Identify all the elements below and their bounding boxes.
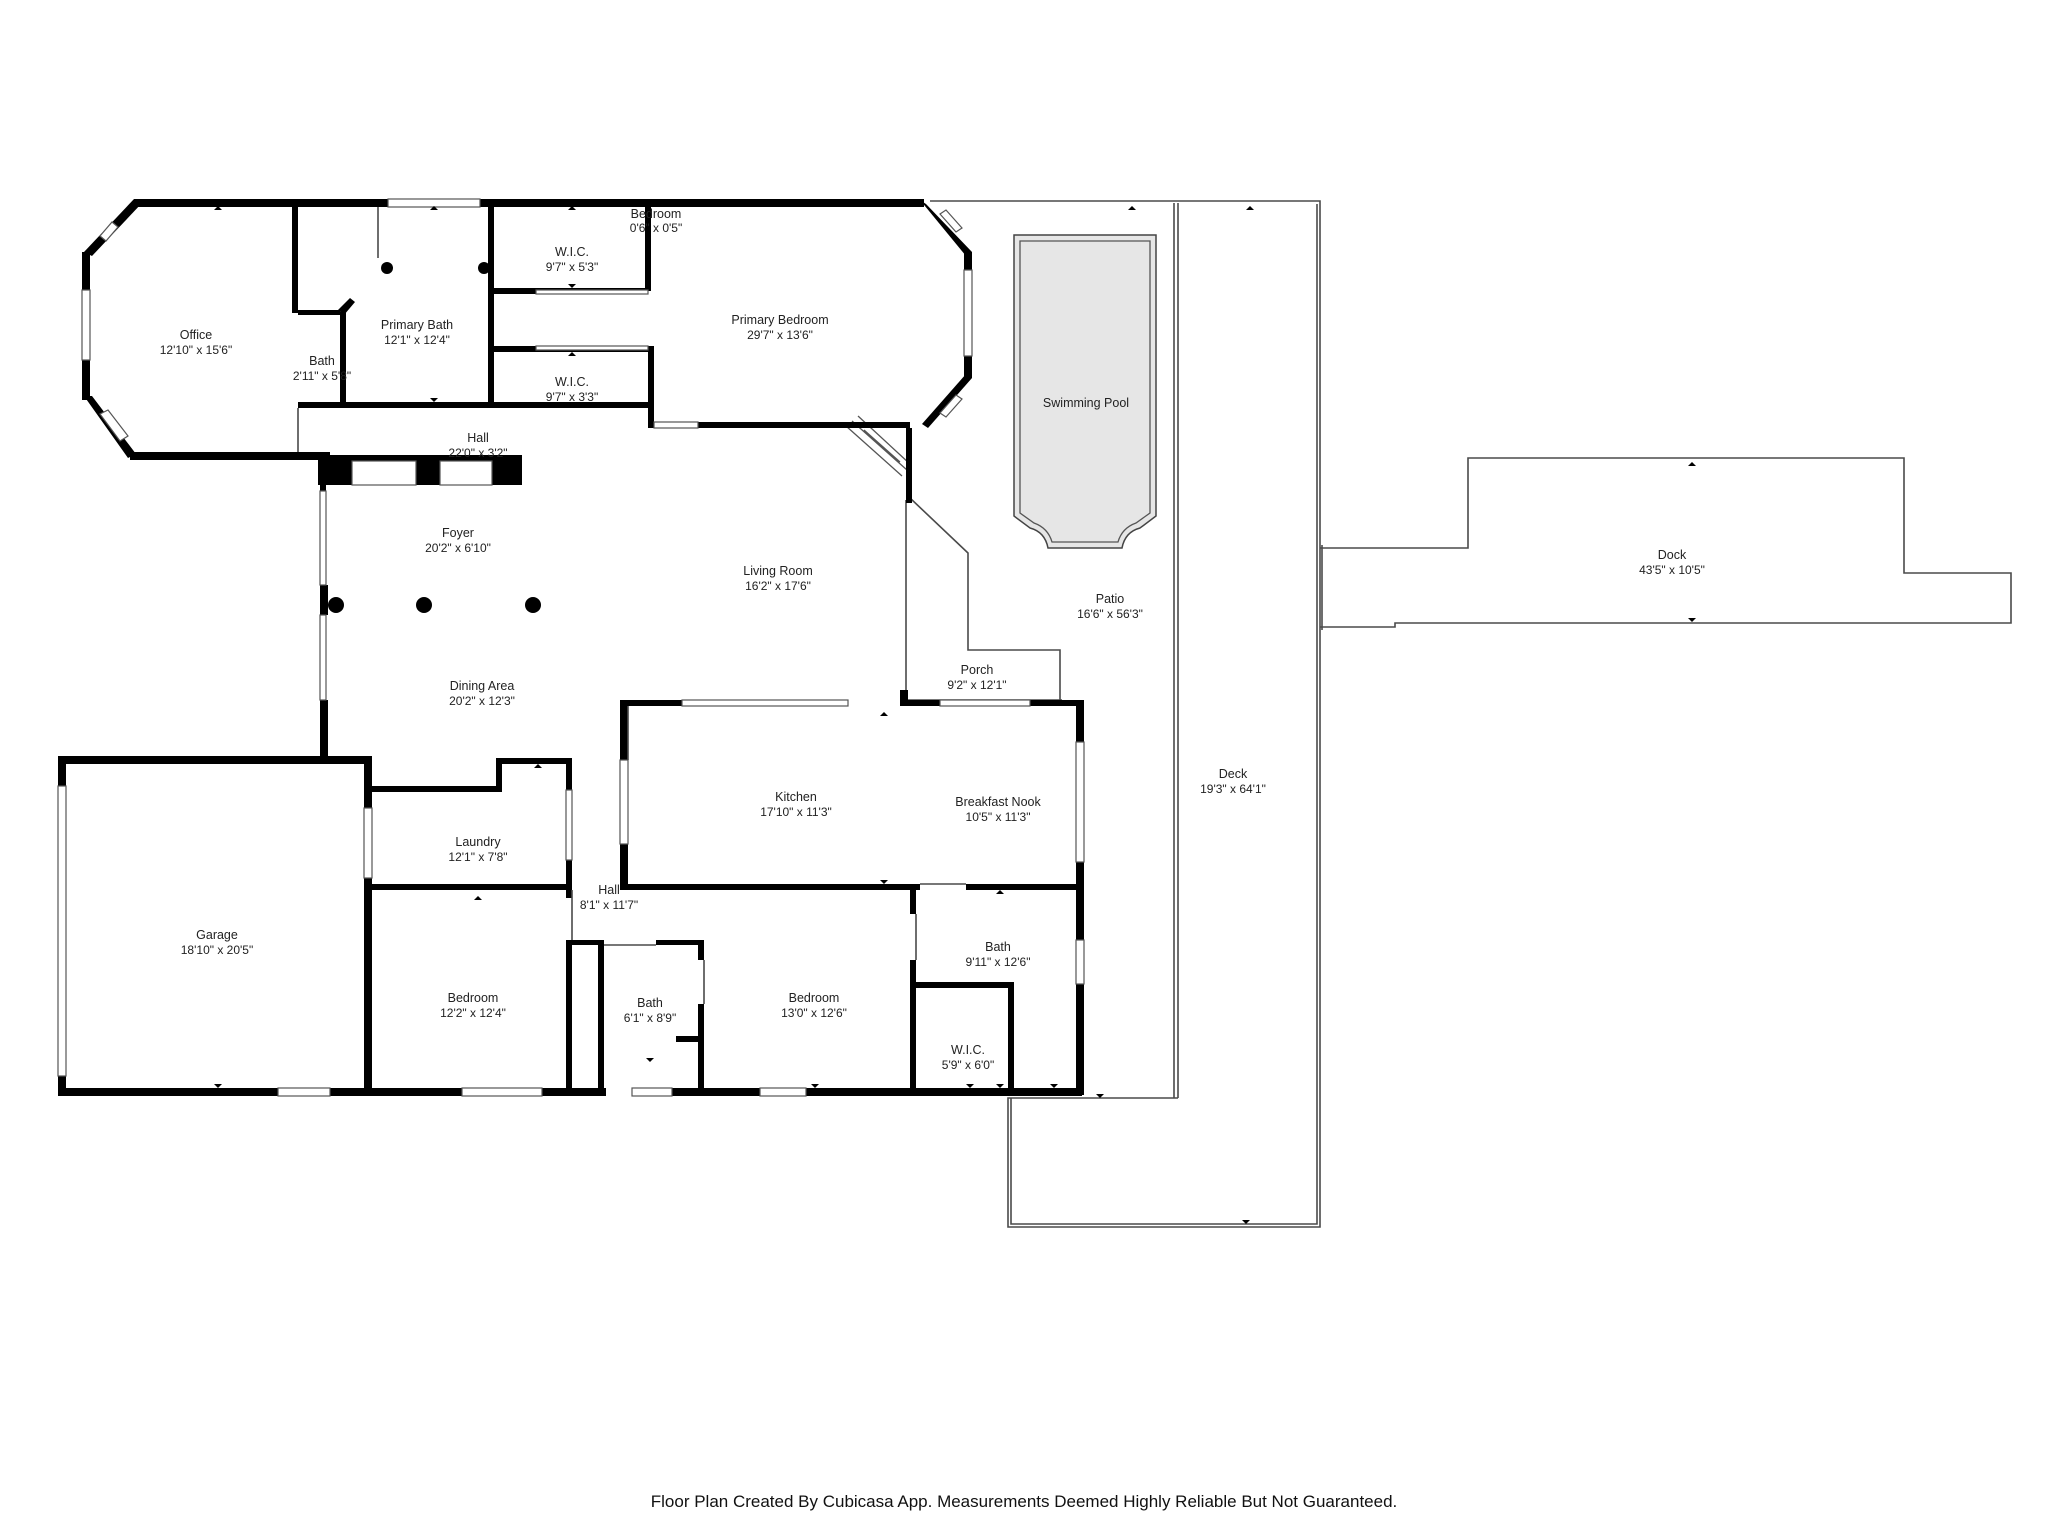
room-name-porch: Porch xyxy=(961,663,994,677)
room-dim-kitchen: 17'10" x 11'3" xyxy=(760,805,832,819)
room-dim-bath-mid: 6'1" x 8'9" xyxy=(624,1011,676,1025)
swimming-pool xyxy=(1013,234,1157,549)
room-dim-wic-top: 9'7" x 5'3" xyxy=(546,260,598,274)
room-dim-bedroom-right: 13'0" x 12'6" xyxy=(781,1006,847,1020)
room-name-wic-bottom: W.I.C. xyxy=(951,1043,985,1057)
windows xyxy=(57,198,1085,1097)
room-dim-deck: 19'3" x 64'1" xyxy=(1200,782,1266,796)
room-dim-porch: 9'2" x 12'1" xyxy=(947,678,1006,692)
room-name-bedroom-right: Bedroom xyxy=(789,991,840,1005)
room-dim-breakfast-nook: 10'5" x 11'3" xyxy=(966,810,1031,824)
room-name-hall-top: Hall xyxy=(467,431,489,445)
room-name-dock: Dock xyxy=(1658,548,1687,562)
room-name-patio: Patio xyxy=(1096,592,1125,606)
room-name-breakfast-nook: Breakfast Nook xyxy=(955,795,1041,809)
room-name-primary-bath: Primary Bath xyxy=(381,318,453,332)
room-name-dining-area: Dining Area xyxy=(450,679,515,693)
footer-disclaimer: Floor Plan Created By Cubicasa App. Meas… xyxy=(650,1492,1398,1511)
room-name-bath-small: Bath xyxy=(309,354,335,368)
room-name-swimming-pool: Swimming Pool xyxy=(1043,396,1129,410)
room-name-primary-bedroom: Primary Bedroom xyxy=(731,313,828,327)
room-dim-laundry: 12'1" x 7'8" xyxy=(448,850,507,864)
room-dim-dining-area: 20'2" x 12'3" xyxy=(449,694,515,708)
room-name-bedroom-left: Bedroom xyxy=(448,991,499,1005)
room-dim-dock: 43'5" x 10'5" xyxy=(1639,563,1705,577)
room-name-bedroom-tiny: Bedroom xyxy=(631,207,682,221)
room-dim-foyer: 20'2" x 6'10" xyxy=(425,541,491,555)
room-dim-hall-top: 22'0" x 3'2" xyxy=(448,446,507,460)
outdoor-outlines xyxy=(845,200,2012,1228)
room-name-living-room: Living Room xyxy=(743,564,812,578)
room-name-garage: Garage xyxy=(196,928,238,942)
room-dim-bedroom-tiny: 0'6" x 0'5" xyxy=(630,221,682,235)
room-name-laundry: Laundry xyxy=(455,835,501,849)
room-dim-bedroom-left: 12'2" x 12'4" xyxy=(440,1006,506,1020)
room-name-wic-mid: W.I.C. xyxy=(555,375,589,389)
room-dim-bath-right: 9'11" x 12'6" xyxy=(966,955,1031,969)
columns xyxy=(328,262,541,613)
room-dim-garage: 18'10" x 20'5" xyxy=(181,943,254,957)
room-name-bath-right: Bath xyxy=(985,940,1011,954)
room-dim-primary-bedroom: 29'7" x 13'6" xyxy=(747,328,813,342)
room-name-office: Office xyxy=(180,328,212,342)
room-dim-office: 12'10" x 15'6" xyxy=(160,343,233,357)
room-dim-wic-mid: 9'7" x 3'3" xyxy=(546,390,598,404)
doors xyxy=(297,207,966,1004)
room-name-kitchen: Kitchen xyxy=(775,790,817,804)
dimension-ticks xyxy=(214,206,1696,1224)
room-name-foyer: Foyer xyxy=(442,526,474,540)
room-name-deck: Deck xyxy=(1219,767,1248,781)
room-dim-living-room: 16'2" x 17'6" xyxy=(745,579,811,593)
room-dim-patio: 16'6" x 56'3" xyxy=(1077,607,1143,621)
room-dim-bath-small: 2'11" x 5'8" xyxy=(293,369,351,383)
room-name-bath-mid: Bath xyxy=(637,996,663,1010)
room-name-hall-mid: Hall xyxy=(598,883,620,897)
room-dim-wic-bottom: 5'9" x 6'0" xyxy=(942,1058,994,1072)
room-dim-primary-bath: 12'1" x 12'4" xyxy=(384,333,450,347)
room-dim-hall-mid: 8'1" x 11'7" xyxy=(580,898,638,912)
room-name-wic-top: W.I.C. xyxy=(555,245,589,259)
room-labels: Office 12'10" x 15'6" Bath 2'11" x 5'8" … xyxy=(160,207,1705,1072)
